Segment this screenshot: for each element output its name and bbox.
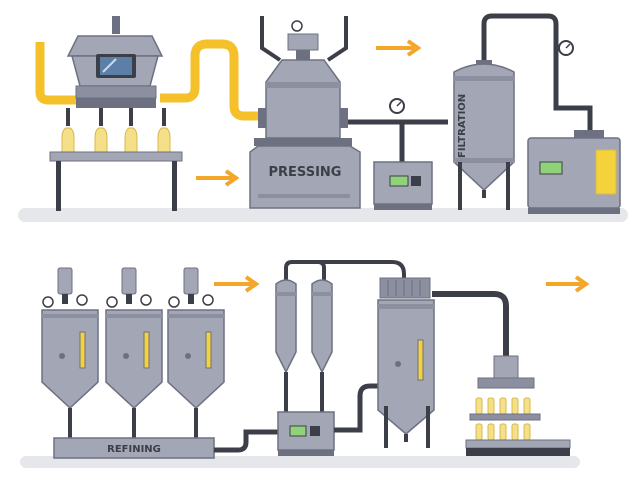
right-arrow-icon <box>546 275 590 293</box>
twin-columns <box>275 260 406 412</box>
refining-tank-3 <box>167 267 225 438</box>
oil-pipe-left <box>35 42 80 105</box>
right-arrow-icon <box>214 275 260 293</box>
oil-bottle-icon <box>94 127 108 153</box>
oil-bottle-icon <box>487 423 495 441</box>
oil-bottle-icon <box>487 397 495 415</box>
pressing-station: PRESSING <box>249 16 361 209</box>
refining-tank-1 <box>41 267 99 438</box>
oil-bottle-icon <box>499 423 507 441</box>
oil-bottle-icon <box>499 397 507 415</box>
bottles-row-upper <box>475 397 531 415</box>
final-processing-tank <box>377 277 509 448</box>
oil-pipe-to-press <box>160 39 266 121</box>
pressing-label: PRESSING <box>269 165 342 180</box>
floor-shadow-bottom <box>20 456 580 468</box>
bottling-station <box>465 355 571 456</box>
oil-bottle-icon <box>475 423 483 441</box>
oil-bottle-icon <box>511 423 519 441</box>
pipe-cabinet-to-tank <box>334 383 378 433</box>
filtration-label: FILTRATION <box>457 94 468 158</box>
filtration-station: FILTRATION <box>453 13 593 210</box>
control-panel-icon <box>277 411 335 456</box>
oil-bottle-icon <box>511 397 519 415</box>
bottles-row-lower <box>475 423 531 441</box>
refining-tank-2 <box>105 267 163 438</box>
right-arrow-icon <box>196 169 240 187</box>
bottles-row-top <box>61 127 171 153</box>
refining-label: REFINING <box>107 444 161 455</box>
oil-bottle-icon <box>523 397 531 415</box>
oil-bottle-icon <box>523 423 531 441</box>
pipe-refining-to-columns <box>214 429 280 453</box>
control-panel-icon <box>373 161 433 210</box>
refining-station: REFINING <box>41 267 225 459</box>
floor-shadow-top <box>18 208 628 222</box>
pressure-gauge-icon <box>558 40 574 56</box>
pressure-gauge-icon <box>389 98 405 114</box>
right-arrow-icon <box>376 39 422 57</box>
hopper-station <box>35 16 266 211</box>
pipes-press-filtration <box>348 119 448 164</box>
oil-bottle-icon <box>124 127 138 153</box>
fill-nozzles <box>66 108 166 126</box>
oil-bottle-icon <box>157 127 171 153</box>
storage-cabinet <box>527 130 621 214</box>
oil-bottle-icon <box>61 127 75 153</box>
oil-bottle-icon <box>475 397 483 415</box>
conveyor-table-top <box>49 151 183 162</box>
